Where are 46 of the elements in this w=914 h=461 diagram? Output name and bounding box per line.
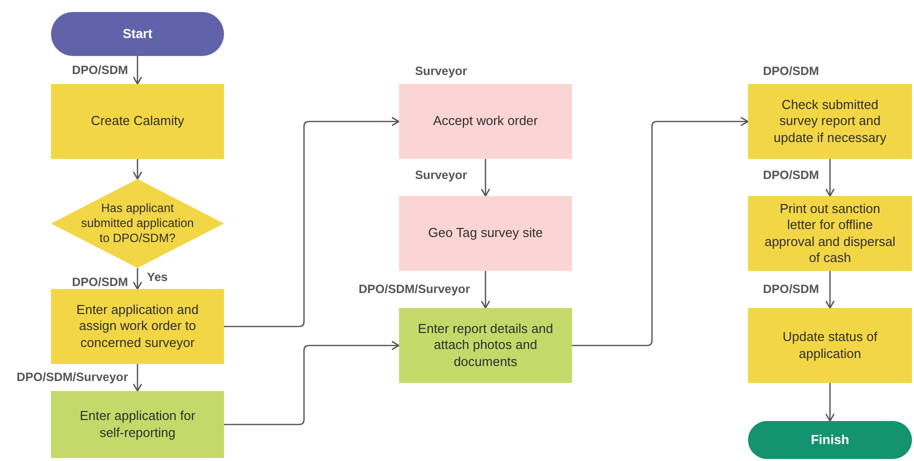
role-label: DPO/SDM/Surveyor: [358, 282, 470, 296]
step-text: Update status of application: [782, 329, 878, 362]
step-text: Has applicant submitted application to DPO/SDM?: [80, 201, 195, 246]
role-label: DPO/SDM: [72, 275, 128, 289]
arrow: [132, 56, 142, 85]
step-text: Enter application for self-reporting: [78, 408, 196, 441]
step-text: Enter application and assign work order to concerned surveyor: [75, 302, 200, 351]
terminal-label: Finish: [810, 432, 850, 448]
decision-diamond: [51, 179, 224, 268]
terminal-pill: [51, 12, 224, 56]
process-box: [399, 196, 572, 271]
role-label: DPO/SDM: [763, 168, 820, 182]
process-box: [748, 84, 912, 159]
process-box: [748, 196, 912, 271]
process-box: [51, 391, 224, 458]
terminal-label: Start: [122, 26, 152, 42]
step-text: Create Calamity: [90, 113, 184, 130]
terminal-pill: [748, 421, 912, 459]
step-text: Geo Tag survey site: [428, 225, 543, 242]
arrow: [224, 340, 400, 426]
process-box: [51, 84, 224, 159]
arrow: [224, 116, 400, 328]
step-text: Enter report details and attach photos and documents: [416, 321, 554, 370]
step-text: Print out sanction letter for offline approval and dispersal of cash: [764, 201, 896, 266]
arrow: [132, 364, 142, 392]
arrow: [480, 159, 490, 197]
step-text: Accept work order: [433, 113, 538, 130]
process-box: [399, 308, 572, 383]
arrow: [825, 383, 835, 422]
arrow: [825, 159, 835, 197]
role-label: DPO/SDM: [763, 282, 820, 296]
role-label: Surveyor: [415, 168, 468, 182]
arrow: [572, 116, 749, 346]
role-label: DPO/SDM: [72, 63, 128, 77]
role-label: DPO/SDM/Surveyor: [16, 370, 128, 384]
process-box: [399, 84, 572, 159]
role-label: Surveyor: [415, 64, 468, 78]
arrow: [825, 271, 835, 309]
arrow: [480, 271, 490, 309]
arrow: [132, 268, 142, 290]
step-text: Check submitted survey report and update if necessary: [772, 97, 888, 146]
process-box: [748, 308, 912, 383]
role-label: DPO/SDM: [763, 64, 820, 78]
edge-label: Yes: [146, 270, 169, 284]
arrow: [132, 159, 142, 180]
process-box: [51, 289, 224, 364]
